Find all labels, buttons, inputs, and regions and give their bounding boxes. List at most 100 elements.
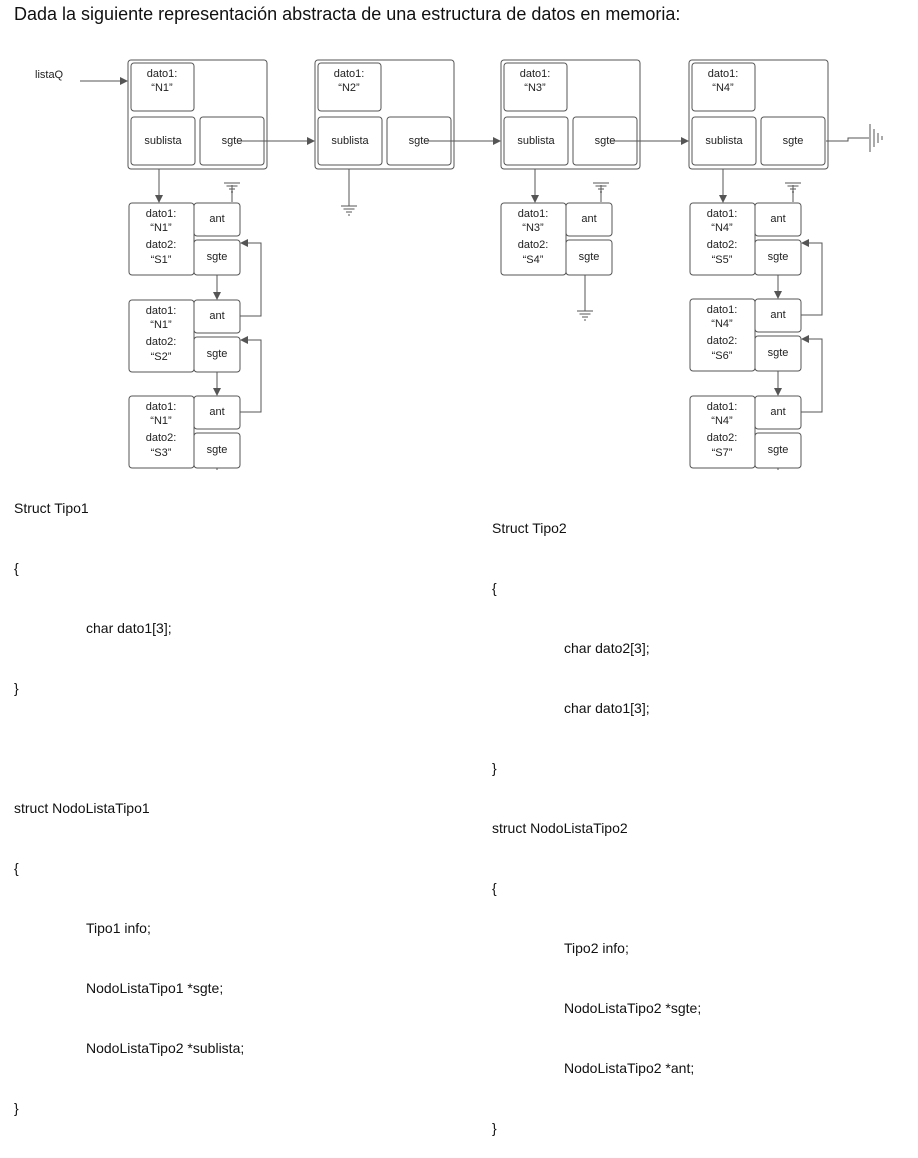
main-node-value: “N1”: [151, 82, 173, 94]
main-node-field-label: dato1:: [334, 68, 365, 80]
sub-node-dato2-label: dato2:: [707, 239, 738, 251]
sub-node-ant-label: ant: [770, 213, 785, 225]
code-line: }: [492, 760, 497, 776]
sub-node-sgte-label: sgte: [768, 251, 789, 263]
null-ground-icon: [341, 205, 357, 216]
code-line: }: [492, 1120, 497, 1136]
code-line: Tipo2 info;: [564, 940, 629, 956]
sub-node-dato2-value: “S3”: [151, 447, 172, 459]
code-line: NodoListaTipo2 *ant;: [564, 1060, 695, 1076]
null-ground-icon: [785, 182, 801, 193]
sub-node-dato2-value: “S5”: [712, 254, 733, 266]
main-node-sublista-label: sublista: [331, 135, 369, 147]
sub-node-dato1-value: “N3”: [522, 222, 544, 234]
sub-node-dato1-value: “N1”: [150, 415, 172, 427]
sub-node-info-field: [500, 202, 567, 276]
sub-node-info-field: [689, 395, 756, 469]
main-node-field-label: dato1:: [520, 68, 551, 80]
code-line: Tipo1 info;: [86, 920, 151, 936]
sub-node-dato2-label: dato2:: [707, 432, 738, 444]
sub-node-info-field: [128, 299, 195, 373]
sub-node-dato2-label: dato2:: [146, 432, 177, 444]
sub-node-dato2-label: dato2:: [518, 239, 549, 251]
main-node-sublista-field: [130, 116, 196, 166]
sub-node-ant-label: ant: [209, 406, 224, 418]
main-node-sgte-field: [760, 116, 826, 166]
main-node-info-field: [503, 62, 568, 112]
sub-node-dato1-label: dato1:: [518, 208, 549, 220]
sub-node-sgte-field: [565, 239, 613, 276]
null-ground-icon: [593, 182, 609, 193]
sub-node-info-field: [128, 395, 195, 469]
sub-node-sgte-label: sgte: [768, 444, 789, 456]
main-node-sublista-field: [503, 116, 569, 166]
memory-structure-diagram: dato1: “N1” sublista sgte dato1: “N2” sublista…: [35, 59, 883, 470]
sub-node-dato1-value: “N4”: [711, 415, 733, 427]
sub-node-dato1-label: dato1:: [146, 401, 177, 413]
code-line: Struct Tipo1: [14, 500, 89, 516]
sub-node-info-field: [128, 202, 195, 276]
sub-node-dato2-value: “S2”: [151, 351, 172, 363]
sub-ant-arrow: [240, 336, 262, 413]
null-ground-icon: [224, 182, 240, 193]
code-line: struct NodoListaTipo1: [14, 800, 150, 816]
sub-node-dato1-label: dato1:: [707, 401, 738, 413]
sub-node-sgte-label: sgte: [207, 348, 228, 360]
sub-ant-arrow: [801, 239, 823, 316]
code-line: char dato1[3];: [564, 700, 650, 716]
code-block-tipo2: Struct Tipo2 { char dato2[3]; char dato1…: [492, 478, 701, 1158]
sub-node-dato1-label: dato1:: [146, 208, 177, 220]
main-node-info-field: [317, 62, 382, 112]
sub-node-sgte-label: sgte: [768, 347, 789, 359]
sub-ant-arrow: [801, 335, 823, 413]
sub-node-dato1-label: dato1:: [707, 304, 738, 316]
main-node-sublista-field: [691, 116, 757, 166]
head-pointer-label: listaQ: [35, 69, 64, 81]
code-line: {: [14, 860, 19, 876]
code-line: char dato2[3];: [564, 640, 650, 656]
sub-node-info-field: [689, 202, 756, 276]
sub-ant-arrow: [240, 239, 262, 317]
code-line: {: [14, 560, 19, 576]
null-ground-icon: [577, 310, 593, 321]
code-line: Struct Tipo2: [492, 520, 567, 536]
sub-node-ant-field: [193, 202, 241, 237]
sub-node-dato1-value: “N1”: [150, 222, 172, 234]
code-line: NodoListaTipo1 *sgte;: [86, 980, 224, 996]
code-line: char dato1[3];: [86, 620, 172, 636]
sub-node-info-field: [689, 298, 756, 372]
sub-node-dato1-label: dato1:: [707, 208, 738, 220]
code-line: }: [14, 680, 19, 696]
main-node-info-field: [130, 62, 195, 112]
main-node-sublista-label: sublista: [517, 135, 555, 147]
main-node-sgte-label: sgte: [222, 135, 243, 147]
sub-node-dato1-label: dato1:: [146, 305, 177, 317]
main-node-value: “N2”: [338, 82, 360, 94]
code-line: struct NodoListaTipo2: [492, 820, 628, 836]
main-node-sgte-label: sgte: [783, 135, 804, 147]
sub-node-sgte-label: sgte: [207, 251, 228, 263]
null-ground-icon: [869, 124, 883, 152]
sub-node-dato2-value: “S1”: [151, 254, 172, 266]
sub-node-ant-label: ant: [581, 213, 596, 225]
page-title: Dada la siguiente representación abstrac…: [14, 4, 681, 24]
main-node-sgte-label: sgte: [595, 135, 616, 147]
main-node-field-label: dato1:: [708, 68, 739, 80]
sub-node-ant-label: ant: [209, 310, 224, 322]
main-node-sublista-label: sublista: [144, 135, 182, 147]
code-block-tipo1: Struct Tipo1 { char dato1[3]; } struct N…: [14, 458, 244, 1138]
sub-node-ant-field: [565, 202, 613, 237]
code-line: }: [14, 1100, 19, 1116]
sub-node-ant-field: [754, 202, 802, 237]
sub-node-dato1-value: “N4”: [711, 318, 733, 330]
main-node-sgte-label: sgte: [409, 135, 430, 147]
sub-node-ant-label: ant: [770, 406, 785, 418]
sub-node-dato2-label: dato2:: [146, 239, 177, 251]
sub-node-dato2-value: “S7”: [712, 447, 733, 459]
sub-node-dato2-label: dato2:: [146, 336, 177, 348]
code-line: {: [492, 580, 497, 596]
sub-node-sgte-label: sgte: [207, 444, 228, 456]
sub-node-dato2-value: “S6”: [712, 350, 733, 362]
code-line: [14, 738, 244, 758]
code-line: NodoListaTipo2 *sgte;: [564, 1000, 702, 1016]
